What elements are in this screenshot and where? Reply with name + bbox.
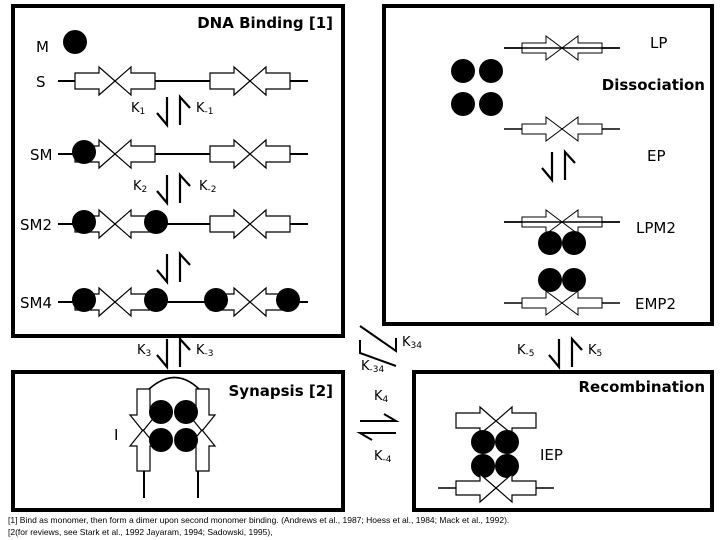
free-protein-tetramer — [451, 59, 503, 116]
species-label-lpm2: LPM2 — [636, 219, 676, 237]
species-label-iep: IEP — [540, 446, 563, 464]
rate-k3: K3 — [137, 343, 151, 359]
synaptic-complex-i — [128, 376, 217, 498]
equilibrium-arrows-k5 — [548, 336, 583, 371]
recombination-panel — [412, 370, 714, 512]
species-label-sm4: SM4 — [20, 294, 52, 312]
dissociation-panel — [382, 4, 714, 326]
equilibrium-arrows-k1 — [156, 94, 191, 129]
monomer-protein — [63, 30, 87, 54]
footnote-1: [1] Bind as monomer, then form a dimer u… — [8, 515, 510, 525]
species-label-sm2: SM2 — [20, 216, 52, 234]
excised-product-ep — [504, 116, 620, 142]
species-label-emp2: EMP2 — [635, 295, 676, 313]
rate-k-5: K-5 — [517, 343, 535, 359]
excised-product-emp2 — [504, 268, 620, 316]
equilibrium-arrows-k2 — [156, 172, 191, 207]
rate-k-34: K-34 — [361, 359, 385, 375]
rate-k-2: K-2 — [199, 179, 217, 195]
dna-binding-title: DNA Binding [1] — [197, 14, 333, 32]
recombination-title: Recombination — [578, 378, 705, 396]
species-label-ep: EP — [647, 147, 666, 165]
rate-k-4: K-4 — [374, 449, 392, 465]
equilibrium-arrows-k4 — [356, 413, 400, 441]
rate-k-3: K-3 — [196, 343, 214, 359]
species-label-m: M — [36, 38, 49, 56]
substrate-dna-sm — [58, 140, 308, 168]
substrate-dna-s — [58, 67, 308, 95]
rate-k5: K5 — [588, 343, 602, 359]
substrate-dna-sm2 — [58, 210, 308, 238]
linear-product-lp — [504, 35, 620, 61]
substrate-dna-sm4 — [58, 288, 308, 316]
dna-binding-panel — [11, 4, 345, 338]
linear-product-lpm2 — [504, 209, 620, 255]
rate-k1: K1 — [131, 101, 145, 117]
equilibrium-arrows-ep-lpm2 — [541, 149, 576, 184]
synapsis-panel — [11, 370, 345, 512]
rate-k2: K2 — [133, 179, 147, 195]
species-label-sm: SM — [30, 146, 52, 164]
rate-k4: K4 — [374, 389, 389, 405]
recombination-complex-iep — [438, 405, 554, 504]
equilibrium-arrows-k34 — [359, 325, 397, 367]
synapsis-title: Synapsis [2] — [229, 382, 334, 400]
species-label-s: S — [36, 73, 46, 91]
dissociation-title: Dissociation — [602, 76, 705, 94]
footnote-2: [2(for reviews, see Stark et al., 1992 J… — [8, 527, 273, 537]
rate-k-1: K-1 — [196, 101, 214, 117]
species-label-i: I — [114, 426, 118, 444]
equilibrium-arrows-k3 — [156, 336, 191, 371]
rate-k34: K34 — [402, 335, 422, 351]
species-label-lp: LP — [650, 34, 667, 52]
equilibrium-arrows-sm2-sm4 — [156, 251, 191, 286]
